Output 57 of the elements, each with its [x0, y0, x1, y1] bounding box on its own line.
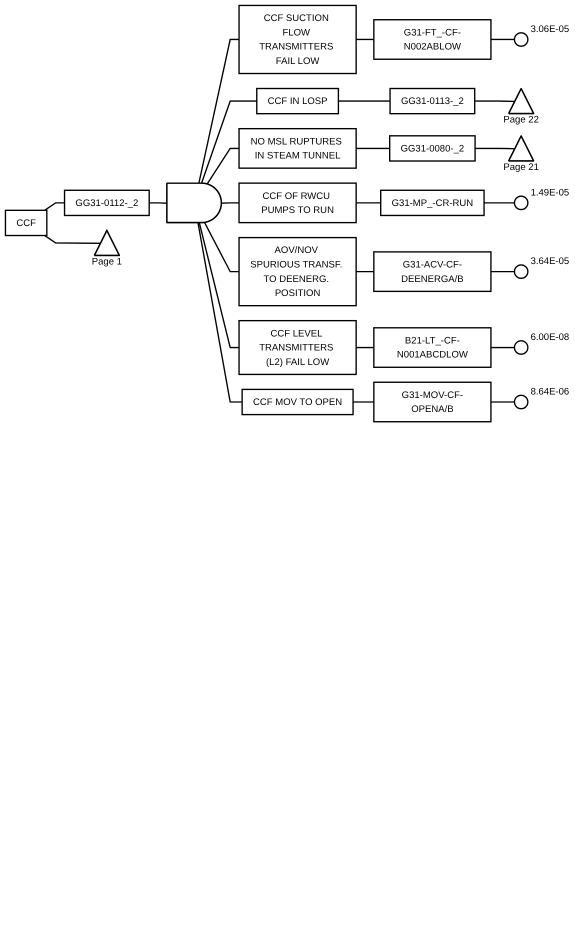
- connector: [490, 401, 514, 403]
- connector: [198, 222, 240, 348]
- connector: [149, 202, 168, 204]
- connector: [475, 148, 516, 150]
- triangle-symbol: [508, 88, 534, 114]
- circle-symbol: [514, 340, 529, 355]
- connector: [197, 222, 242, 403]
- connector: [490, 346, 514, 348]
- probability-label: 3.06E-05: [530, 24, 570, 35]
- connector: [44, 234, 101, 244]
- event-box: AOV/NOV SPURIOUS TRANSF. TO DEENERG. POSITION: [238, 236, 357, 306]
- connector: [490, 270, 514, 272]
- connector: [200, 100, 257, 184]
- event-box: CCF OF RWCU PUMPS TO RUN: [238, 182, 357, 224]
- event-box: CCF LEVEL TRANSMITTERS (L2) FAIL LOW: [238, 320, 357, 376]
- connector: [44, 202, 65, 211]
- probability-label: 3.64E-05: [530, 256, 570, 268]
- circle-symbol: [514, 32, 529, 47]
- circle-symbol: [514, 264, 529, 279]
- connector: [206, 148, 240, 185]
- connector: [222, 202, 240, 204]
- event-box: G31-FT_-CF-N002ABLOW: [373, 19, 492, 60]
- event-box: GG31-0080-_2: [389, 135, 476, 162]
- connector: [356, 270, 374, 272]
- event-box: CCF MOV TO OPEN: [241, 388, 354, 416]
- event-box: CCF IN LOSP: [256, 88, 340, 114]
- connector: [490, 38, 514, 40]
- page-reference: Page 21: [503, 162, 539, 173]
- event-box: G31-ACV-CF-DEENERGA/B: [373, 251, 492, 292]
- connector: [353, 401, 374, 403]
- event-box: NO MSL RUPTURES IN STEAM TUNNEL: [238, 128, 357, 169]
- event-box: GG31-0112-_2: [64, 190, 150, 216]
- connector: [198, 38, 240, 184]
- event-box: CCF: [4, 210, 48, 236]
- connector: [484, 202, 514, 204]
- triangle-symbol: [94, 230, 120, 256]
- circle-symbol: [514, 394, 529, 410]
- connector: [356, 346, 374, 348]
- connector: [356, 38, 374, 40]
- event-box: G31-MOV-CF-OPENA/B: [373, 382, 492, 422]
- connector: [338, 100, 390, 102]
- connector: [356, 148, 390, 150]
- probability-label: 8.64E-06: [530, 386, 570, 398]
- connector: [356, 202, 381, 204]
- event-box: G31-MP_-CR-RUN: [380, 190, 485, 216]
- probability-label: 1.49E-05: [530, 187, 570, 198]
- circle-symbol: [514, 196, 529, 210]
- page-reference: Page 22: [503, 114, 539, 126]
- event-box: CCF SUCTION FLOW TRANSMITTERS FAIL LOW: [238, 4, 357, 74]
- event-box: GG31-0113-_2: [389, 88, 476, 114]
- page-reference: Page 1: [92, 256, 122, 268]
- event-box: B21-LT_-CF-N001ABCDLOW: [373, 327, 492, 368]
- connector: [204, 222, 240, 272]
- probability-label: 6.00E-08: [530, 332, 570, 344]
- connector: [474, 100, 516, 102]
- gate-symbol: [166, 182, 222, 224]
- triangle-symbol: [508, 135, 534, 162]
